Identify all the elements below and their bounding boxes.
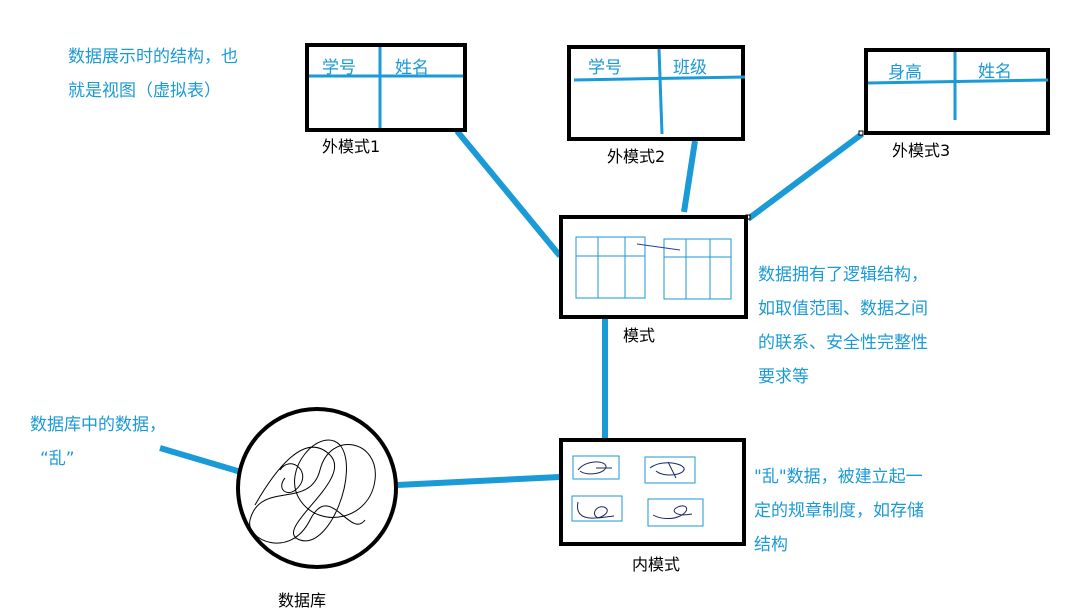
connector-db-note [159,445,242,475]
connector-ext1-schema [454,129,563,258]
storage-block [647,498,704,527]
schema-description: 数据拥有了逻辑结构， 如取值范围、数据之间 的联系、安全性完整性 要求等 [758,265,928,387]
schema-table-left [575,236,646,299]
external-schema-1-box [305,43,467,132]
storage-block [571,495,623,522]
ext3-col1-header: 身高 [888,63,922,83]
schema-box [559,215,748,319]
connector-handle [858,130,864,136]
ext2-col1-header: 学号 [588,58,622,78]
ext1-col1-header: 学号 [322,58,356,78]
schema-caption: 模式 [623,326,656,345]
connector-ext3-schema [746,131,864,222]
ext1-col2-header: 姓名 [395,58,429,78]
connectors [159,129,864,488]
external-schema-2-box [567,45,746,141]
ext3-col2-header: 姓名 [978,62,1012,82]
database-circle [236,407,398,569]
database-caption: 数据库 [278,591,327,610]
connector-db-internal [396,474,561,488]
internal-schema-caption: 内模式 [632,555,681,574]
view-description: 数据展示时的结构，也 就是视图（虚拟表） [68,47,238,101]
schema-relation-line [636,243,681,251]
external-schema-3-box [864,48,1050,135]
storage-scribbles [577,461,693,519]
external-schema-1-caption: 外模式1 [322,137,381,156]
external-schema-2-caption: 外模式2 [607,147,666,166]
internal-description: "乱"数据，被建立起一 定的规章制度，如存储 结构 [754,467,924,555]
storage-block [572,455,620,480]
external-schema-3-caption: 外模式3 [892,141,951,160]
schema-table-right [663,238,732,300]
ext2-col2-header: 班级 [673,58,707,78]
internal-schema-box [559,438,746,546]
connector-ext2-schema [681,140,698,213]
scribble-data [249,439,376,544]
storage-block [644,456,696,484]
database-description: 数据库中的数据， “乱” [30,415,166,469]
